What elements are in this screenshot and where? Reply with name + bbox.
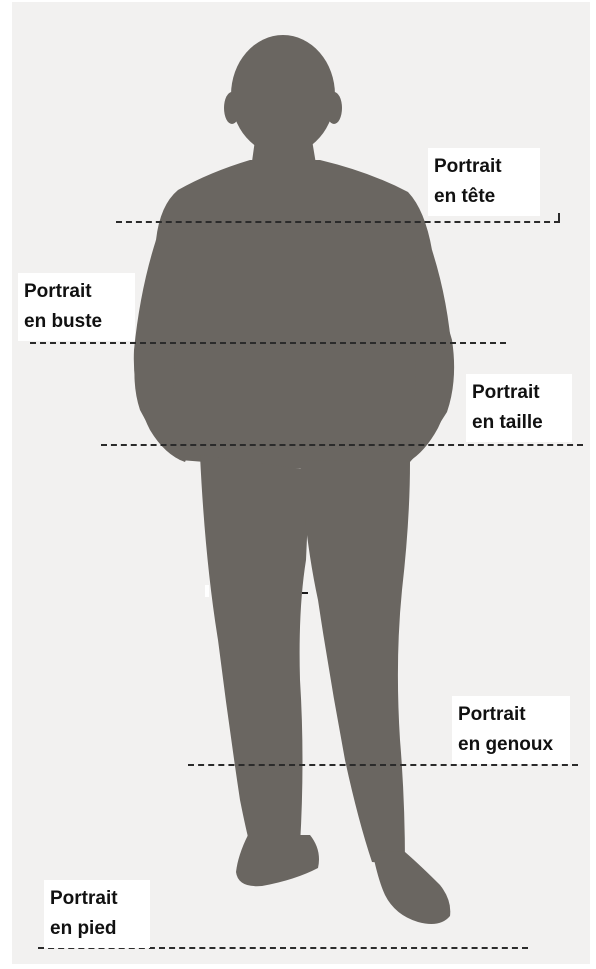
tete-line-end-tick	[558, 213, 560, 222]
label-portrait-en-buste: Portrait en buste	[18, 273, 135, 341]
label-portrait-en-taille: Portrait en taille	[466, 374, 572, 442]
label-portrait-en-pied: Portrait en pied	[44, 880, 150, 948]
tete-framing-line	[116, 221, 560, 223]
buste-framing-line	[30, 342, 506, 344]
taille-framing-line	[101, 444, 583, 446]
genoux-framing-line	[188, 764, 578, 766]
label-portrait-en-genoux: Portrait en genoux	[452, 696, 570, 764]
label-portrait-en-tete: Portrait en tête	[428, 148, 540, 216]
